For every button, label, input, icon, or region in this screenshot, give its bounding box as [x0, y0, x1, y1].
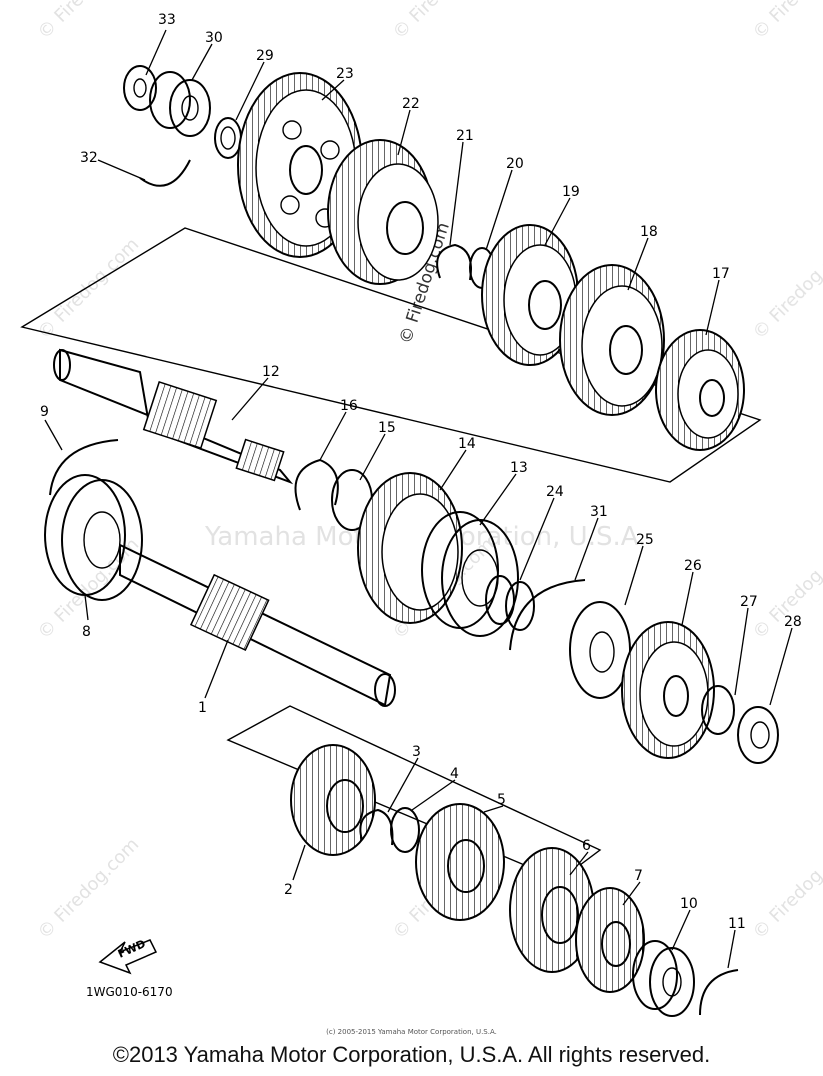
callout-3: 3 — [412, 744, 421, 760]
part-11-circlip — [699, 969, 739, 1016]
callout-10: 10 — [680, 896, 698, 912]
callout-21: 21 — [456, 128, 474, 144]
part-16-circlip — [294, 458, 339, 511]
copyright-notice: ©2013 Yamaha Motor Corporation, U.S.A. A… — [112, 1042, 711, 1067]
callout-30: 30 — [205, 30, 223, 46]
part-9-circlip — [49, 439, 119, 496]
callout-7: 7 — [634, 868, 643, 884]
callout-4: 4 — [450, 766, 459, 782]
callout-25: 25 — [636, 532, 654, 548]
callout-23: 23 — [336, 66, 354, 82]
callout-20: 20 — [506, 156, 524, 172]
part-22-gear — [327, 139, 439, 285]
forward-arrow-icon: FWD — [98, 937, 158, 975]
callout-12: 12 — [262, 364, 280, 380]
callout-2: 2 — [284, 882, 293, 898]
part-19-gear — [481, 224, 579, 366]
callout-24: 24 — [546, 484, 564, 500]
callout-29: 29 — [256, 48, 274, 64]
watermark-site: © Firedog.com — [749, 234, 823, 344]
part-13-bearing — [421, 511, 519, 637]
callout-22: 22 — [402, 96, 420, 112]
watermark-site: © Firedog.com — [749, 0, 823, 44]
small-copyright: (c) 2005-2015 Yamaha Motor Corporation, … — [326, 1028, 497, 1036]
part-26-sprocket — [621, 621, 715, 759]
callout-13: 13 — [510, 460, 528, 476]
part-30-bearing — [149, 71, 211, 137]
watermark-layer: © Firedog.com © Firedog.com © Firedog.co… — [34, 0, 823, 944]
callout-labels: 33 30 29 23 22 21 20 19 18 17 32 12 16 1… — [40, 12, 802, 932]
callout-8: 8 — [82, 624, 91, 640]
callout-17: 17 — [712, 266, 730, 282]
part-12-main-axle — [53, 348, 294, 485]
reference-code: 1WG010-6170 — [86, 985, 173, 999]
part-32-circlip — [139, 159, 191, 187]
part-5-gear — [415, 803, 505, 921]
watermark-site: © Firedog.com — [749, 834, 823, 944]
part-1-drive-axle — [119, 543, 396, 707]
watermark-site: © Firedog.com — [34, 0, 144, 44]
part-27-lock-washer — [701, 685, 735, 735]
watermark-site: © Firedog.com — [34, 834, 144, 944]
part-21-circlip — [436, 243, 472, 281]
watermark-site: © Firedog.com — [34, 234, 144, 344]
callout-6: 6 — [582, 838, 591, 854]
callout-5: 5 — [497, 792, 506, 808]
callout-28: 28 — [784, 614, 802, 630]
callout-18: 18 — [640, 224, 658, 240]
callout-9: 9 — [40, 404, 49, 420]
part-31-circlip — [509, 579, 586, 651]
callout-33: 33 — [158, 12, 176, 28]
part-25-oil-seal — [569, 601, 631, 699]
callout-1: 1 — [198, 700, 207, 716]
part-17-gear — [655, 329, 745, 451]
watermark-site: © Firedog.com — [389, 0, 499, 44]
callout-14: 14 — [458, 436, 476, 452]
callout-31: 31 — [590, 504, 608, 520]
part-28-nut — [737, 706, 779, 764]
part-33-cap — [123, 65, 157, 111]
part-10-bearing — [632, 940, 695, 1017]
part-24-collar — [485, 575, 535, 631]
upper-group-outline — [20, 227, 762, 483]
part-7-gear — [575, 887, 645, 993]
part-18-gear — [559, 264, 665, 416]
callout-19: 19 — [562, 184, 580, 200]
leader-lines — [44, 29, 793, 969]
part-2-gear — [290, 744, 376, 856]
callout-15: 15 — [378, 420, 396, 436]
callout-26: 26 — [684, 558, 702, 574]
callout-27: 27 — [740, 594, 758, 610]
callout-11: 11 — [728, 916, 746, 932]
callout-16: 16 — [340, 398, 358, 414]
part-4-washer — [390, 807, 420, 853]
callout-32: 32 — [80, 150, 98, 166]
part-29-washer — [214, 117, 242, 159]
